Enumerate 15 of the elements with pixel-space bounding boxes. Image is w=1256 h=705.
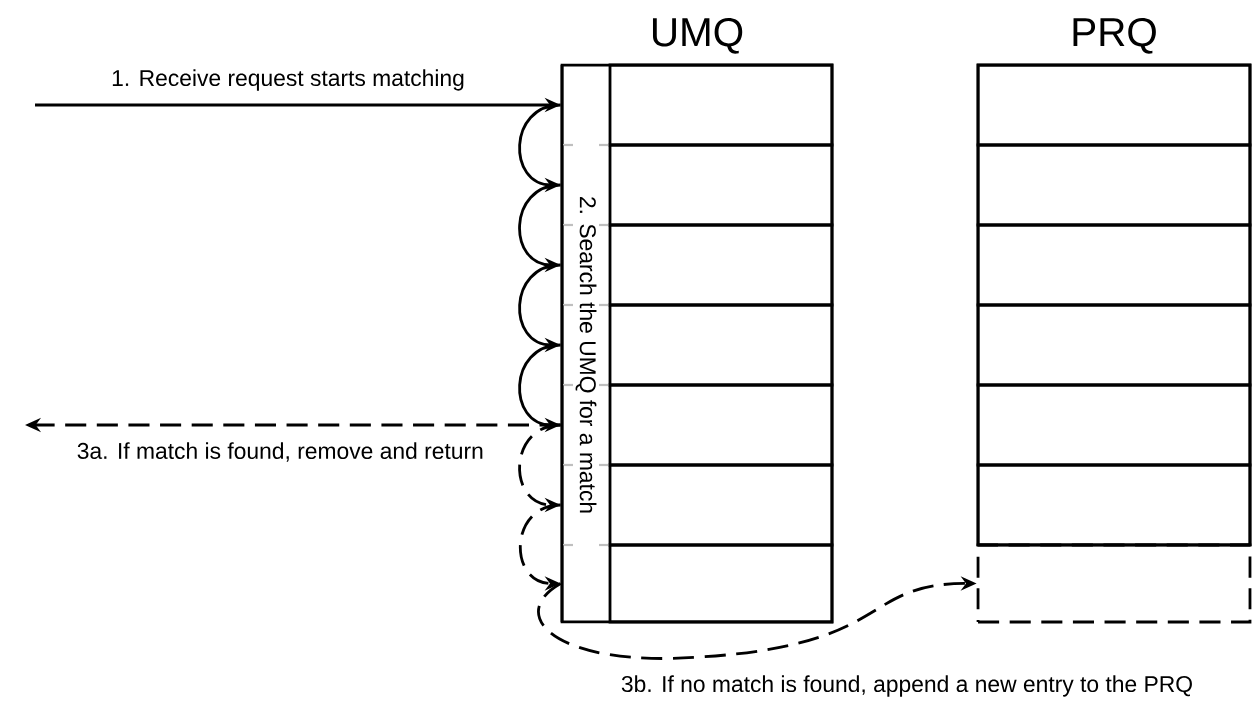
node-label: UMQ — [652, 17, 743, 54]
edge-label: 3b. If no match is found, append a new entry to the PRQ — [621, 675, 1192, 697]
queue-entry — [976, 463, 1252, 547]
queue-entry — [976, 223, 1252, 307]
queue-entry — [976, 143, 1252, 227]
new-entry-box — [976, 543, 1252, 624]
node-label: PRQ — [1073, 17, 1156, 54]
search-text: 2. Search the UMQ for a match — [575, 197, 597, 513]
queue-entry — [560, 543, 834, 624]
queue-entry — [976, 303, 1252, 387]
edge-label: 3a. If match is found, remove and return — [77, 442, 483, 462]
edge-label: 1. Receive request starts matching — [112, 69, 464, 91]
queue-entry — [976, 63, 1252, 147]
queue-entry — [560, 63, 834, 147]
queue-entry — [976, 383, 1252, 467]
